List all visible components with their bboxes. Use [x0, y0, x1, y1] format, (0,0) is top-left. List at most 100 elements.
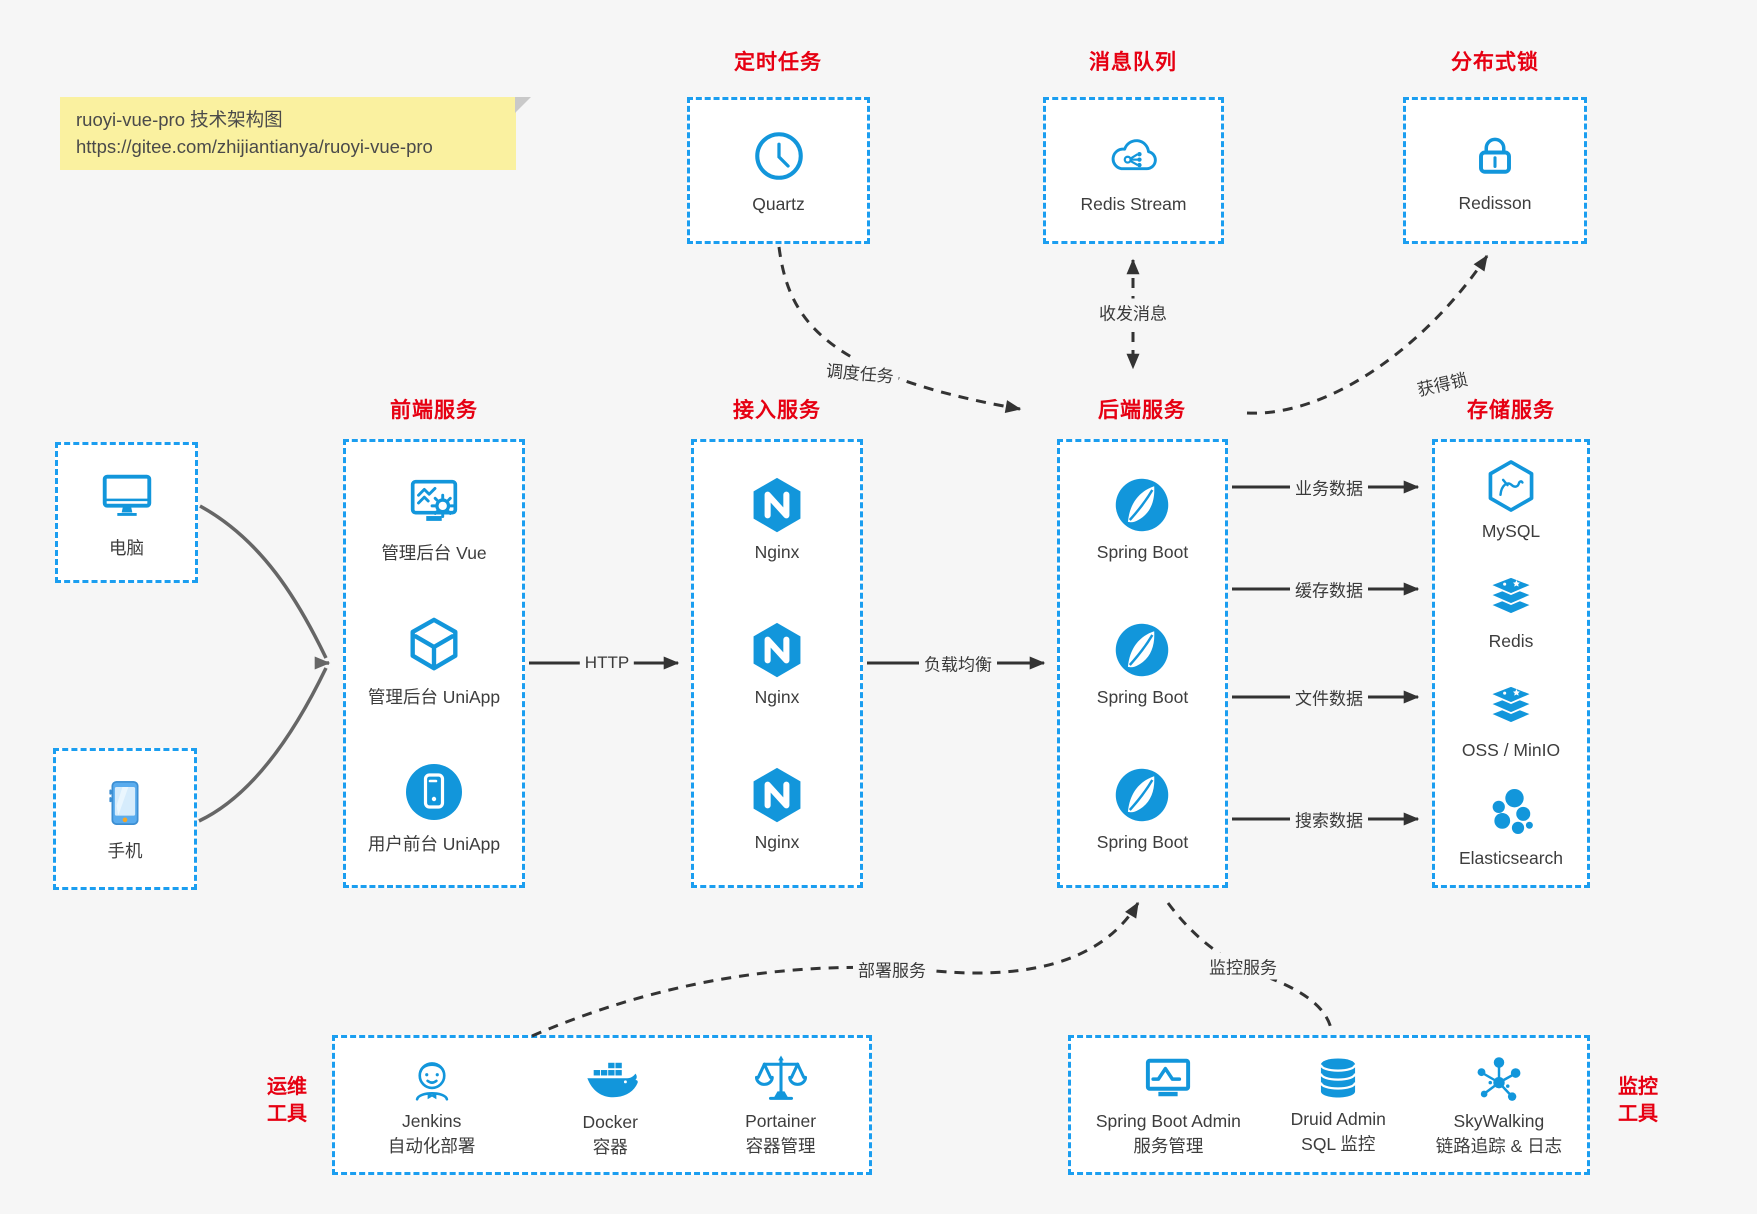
note-fold-corner — [515, 97, 531, 113]
gateway-item-label: Nginx — [754, 541, 800, 562]
tool-druid-admin: Druid Admin SQL 监控 — [1291, 1054, 1386, 1156]
frontend-item-label: 管理后台 UniApp — [367, 687, 501, 708]
group-title-storage: 存储服务 — [1467, 399, 1555, 422]
mysql-icon — [1483, 458, 1539, 514]
edge-label-lb: 负载均衡 — [919, 649, 997, 677]
edge-label-deploy: 部署服务 — [853, 955, 931, 983]
group-title-scheduled-tasks: 定时任务 — [734, 51, 822, 74]
tool-docker: Docker 容器 — [581, 1051, 639, 1159]
storage-item-label: Elasticsearch — [1458, 848, 1564, 869]
group-title-gateway: 接入服务 — [733, 399, 821, 422]
frontend-item-label: 用户前台 UniApp — [367, 833, 501, 854]
phone-icon — [98, 776, 152, 830]
docker-icon — [581, 1051, 639, 1109]
lock-icon — [1467, 128, 1523, 184]
storage-box: MySQL Redis — [1432, 439, 1590, 888]
storage-item-label: MySQL — [1481, 520, 1541, 541]
monitoring-tools-box: Spring Boot Admin 服务管理 Druid Admin SQL 监… — [1068, 1035, 1590, 1175]
redisson-box: Redisson — [1403, 97, 1587, 244]
storage-item-label: OSS / MinIO — [1461, 740, 1561, 761]
uniapp-cube-icon — [403, 615, 465, 677]
tool-jenkins: Jenkins 自动化部署 — [388, 1052, 475, 1158]
tool-desc: 链路追踪 & 日志 — [1435, 1136, 1563, 1156]
backend-box: Spring Boot Spring Boot Spring Boot — [1057, 439, 1228, 888]
frontend-item-admin-uniapp: 管理后台 UniApp — [368, 615, 500, 709]
tool-name: Docker — [582, 1112, 638, 1132]
backend-item-springboot-1: Spring Boot — [1097, 475, 1188, 563]
quartz-label: Quartz — [752, 193, 805, 214]
frontend-box: 管理后台 Vue 管理后台 UniApp 用户前台 UniApp — [343, 439, 525, 888]
oss-stack-icon — [1482, 675, 1540, 733]
sticky-note: ruoyi-vue-pro 技术架构图 https://gitee.com/zh… — [60, 97, 531, 170]
tool-spring-boot-admin: Spring Boot Admin 服务管理 — [1096, 1052, 1241, 1158]
gateway-item-nginx-2: Nginx — [747, 620, 807, 708]
edge-label-http: HTTP — [579, 652, 635, 674]
edge-label-business-data: 业务数据 — [1290, 473, 1368, 501]
database-icon — [1312, 1054, 1364, 1106]
network-nodes-icon — [1471, 1052, 1527, 1108]
tool-desc: 服务管理 — [1133, 1136, 1204, 1156]
phone-label: 手机 — [107, 840, 143, 861]
redis-stack-icon — [1482, 566, 1540, 624]
edge-label-search-data: 搜索数据 — [1290, 805, 1368, 833]
cloud-mq-icon — [1105, 127, 1163, 185]
group-title-frontend: 前端服务 — [390, 399, 478, 422]
edge-client-phone — [198, 667, 328, 823]
storage-item-redis: Redis — [1482, 566, 1540, 652]
edge-label-cache-data: 缓存数据 — [1290, 575, 1368, 603]
computer-icon — [96, 465, 158, 527]
nginx-icon — [747, 475, 807, 535]
tool-name: Spring Boot Admin — [1095, 1111, 1241, 1131]
monitoring-tools-label: 监控 工具 — [1618, 1076, 1658, 1125]
backend-item-springboot-3: Spring Boot — [1097, 765, 1188, 853]
edge-schedule — [777, 246, 1022, 413]
group-title-distributed-lock: 分布式锁 — [1451, 51, 1539, 74]
tool-name: Portainer — [745, 1111, 817, 1131]
phone-client-box: 手机 — [53, 748, 197, 890]
elasticsearch-icon — [1483, 785, 1539, 841]
tool-name: Druid Admin — [1290, 1109, 1386, 1129]
redisson-label: Redisson — [1458, 192, 1532, 213]
nginx-icon — [747, 620, 807, 680]
gateway-item-label: Nginx — [754, 831, 800, 852]
tool-desc: 容器 — [592, 1137, 628, 1157]
tool-desc: 容器管理 — [745, 1136, 816, 1156]
storage-item-mysql: MySQL — [1482, 458, 1540, 542]
gateway-item-nginx-1: Nginx — [747, 475, 807, 563]
edge-label-schedule: 调度任务 — [819, 355, 901, 389]
edge-deploy — [531, 901, 1140, 1038]
storage-item-label: Redis — [1488, 630, 1534, 651]
redis-stream-box: Redis Stream — [1043, 97, 1224, 244]
redis-stream-label: Redis Stream — [1080, 193, 1187, 214]
mobile-app-circle-icon — [402, 760, 466, 824]
tool-name: SkyWalking — [1453, 1111, 1545, 1131]
nginx-icon — [747, 765, 807, 825]
backend-item-label: Spring Boot — [1096, 541, 1189, 562]
monitor-chart-icon — [1140, 1052, 1196, 1108]
tool-name: Jenkins — [401, 1111, 462, 1131]
clock-icon — [750, 127, 808, 185]
gateway-item-nginx-3: Nginx — [747, 765, 807, 853]
gateway-item-label: Nginx — [754, 686, 800, 707]
ops-tools-box: Jenkins 自动化部署 Docker 容器 — [332, 1035, 872, 1175]
edge-client-pc — [199, 504, 328, 659]
backend-item-springboot-2: Spring Boot — [1097, 620, 1188, 708]
storage-item-elasticsearch: Elasticsearch — [1459, 785, 1563, 869]
tool-skywalking: SkyWalking 链路追踪 & 日志 — [1436, 1052, 1562, 1158]
edge-label-monitor: 监控服务 — [1204, 952, 1282, 980]
spring-boot-icon — [1112, 765, 1172, 825]
tool-portainer: Portainer 容器管理 — [745, 1052, 816, 1158]
gateway-box: Nginx Nginx Nginx — [691, 439, 863, 888]
frontend-item-admin-vue: 管理后台 Vue — [381, 471, 487, 565]
pc-label: 电脑 — [109, 538, 144, 558]
ops-tools-label: 运维 工具 — [267, 1076, 307, 1125]
spring-boot-icon — [1112, 620, 1172, 680]
edge-label-mq: 收发消息 — [1094, 298, 1172, 326]
group-title-message-queue: 消息队列 — [1089, 51, 1177, 74]
spring-boot-icon — [1112, 475, 1172, 535]
frontend-item-label: 管理后台 Vue — [381, 543, 487, 564]
storage-item-oss-minio: OSS / MinIO — [1462, 675, 1560, 761]
group-title-backend: 后端服务 — [1098, 399, 1186, 422]
quartz-box: Quartz — [687, 97, 870, 244]
